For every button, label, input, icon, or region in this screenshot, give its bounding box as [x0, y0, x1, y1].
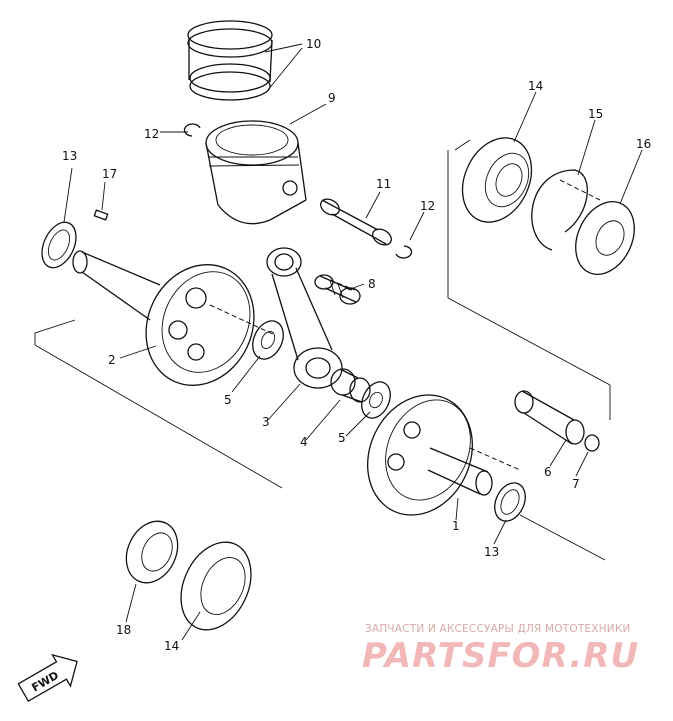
callout-8: 8 — [368, 277, 376, 291]
oil-seal-right — [575, 201, 635, 275]
callout-12-top: 12 — [144, 127, 159, 141]
callout-14-top: 14 — [528, 79, 543, 93]
callout-5-left: 5 — [224, 393, 232, 407]
callout-10: 10 — [306, 37, 321, 51]
callout-11: 11 — [376, 177, 391, 191]
crank-seals — [41, 221, 526, 522]
callout-2: 2 — [108, 353, 116, 367]
fwd-arrow: FWD — [17, 653, 78, 703]
crank-pin — [514, 390, 585, 445]
thrust-washers — [252, 320, 391, 419]
callout-labels: 10 9 12 13 17 11 12 8 2 5 3 4 5 1 13 6 7… — [62, 37, 651, 653]
leader-lines — [63, 43, 643, 641]
crankshaft-left — [72, 250, 255, 386]
straight-pin — [584, 434, 600, 452]
piston — [205, 120, 307, 225]
crankshaft-right — [367, 394, 493, 516]
callout-5-right: 5 — [338, 431, 346, 445]
callout-18: 18 — [116, 623, 131, 637]
callout-7: 7 — [572, 477, 580, 491]
callout-16: 16 — [636, 137, 651, 151]
callout-3: 3 — [262, 415, 270, 429]
assembly-guide-lines — [34, 139, 611, 561]
piston-pin — [320, 198, 392, 246]
connecting-rod — [266, 247, 343, 389]
fwd-label: FWD — [30, 669, 61, 695]
bearing-lower-small — [125, 520, 179, 584]
watermark-logo: PARTSFOR.RU — [362, 636, 640, 676]
callout-13-left: 13 — [62, 149, 77, 163]
woodruff-key — [93, 209, 109, 221]
callout-12-right: 12 — [420, 199, 435, 213]
needle-bearing-small-end — [314, 274, 361, 305]
callout-13-right: 13 — [484, 545, 499, 559]
callout-6: 6 — [544, 465, 552, 479]
piston-pin-clips — [183, 123, 413, 259]
watermark-caption: ЗАПЧАСТИ И АКСЕССУАРЫ ДЛЯ МОТОТЕХНИКИ — [365, 623, 631, 635]
bearing-right — [461, 137, 533, 223]
callout-14-bottom: 14 — [164, 639, 179, 653]
bearing-lower-large — [180, 541, 252, 631]
callout-17: 17 — [102, 167, 117, 181]
callout-1: 1 — [452, 519, 460, 533]
callout-4: 4 — [300, 435, 308, 449]
needle-bearing-big-end — [330, 368, 371, 403]
piston-rings — [187, 20, 273, 101]
bearing-circlip — [531, 169, 588, 251]
callout-15: 15 — [588, 107, 603, 121]
callout-9: 9 — [328, 91, 336, 105]
